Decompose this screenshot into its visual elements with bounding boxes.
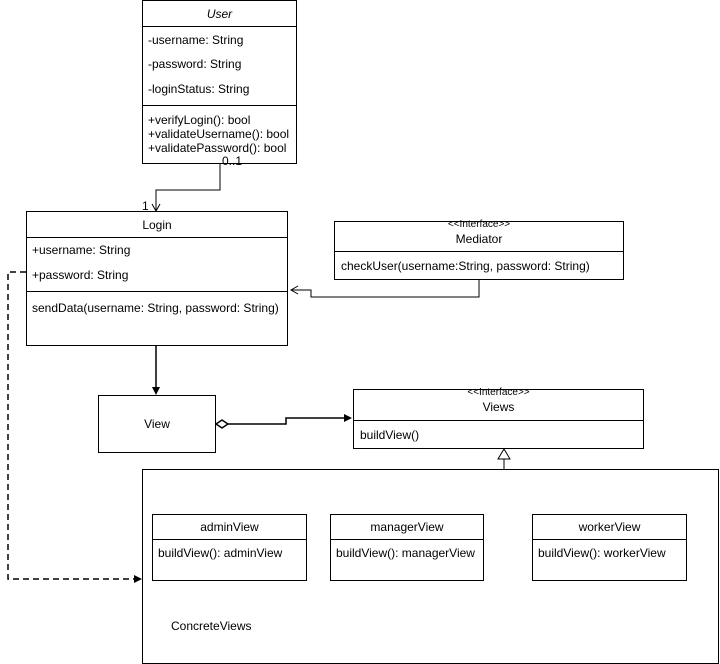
- generalization-triangle: [497, 448, 511, 460]
- manager-view-name: managerView: [370, 520, 444, 534]
- views-interface-header: <<Interface>> Views: [354, 387, 643, 421]
- user-login-association: [155, 164, 221, 211]
- concrete-views-label: ConcreteViews: [171, 619, 252, 633]
- login-attribute: +username: String: [32, 243, 131, 257]
- dependency-dashed-line: [7, 271, 134, 580]
- manager-view-class: managerView buildView(): managerView: [330, 514, 484, 581]
- user-class-name: User: [206, 7, 233, 21]
- admin-view-name: adminView: [200, 520, 259, 534]
- views-method: buildView(): [360, 428, 420, 442]
- mediator-login-connector: [291, 279, 480, 298]
- mediator-login-arrowhead: [289, 285, 299, 295]
- user-multiplicity-label: 0..1: [222, 154, 243, 168]
- views-interface-name: Views: [482, 400, 515, 414]
- login-class-divider: [27, 291, 287, 292]
- views-interface: <<Interface>> Views buildView(): [353, 387, 644, 449]
- view-views-arrowhead: [344, 414, 352, 422]
- login-class-name: Login: [142, 218, 172, 232]
- login-view-arrowhead: [152, 387, 160, 395]
- manager-view-header: managerView: [331, 515, 483, 540]
- mediator-interface-header: <<Interface>> Mediator: [335, 219, 623, 252]
- views-stereotype: <<Interface>>: [467, 387, 530, 398]
- view-class-name: View: [144, 417, 170, 431]
- login-class-header: Login: [27, 212, 287, 238]
- login-multiplicity-label: 1: [142, 199, 149, 213]
- user-method: +validatePassword(): bool: [148, 141, 287, 155]
- user-attribute: -username: String: [148, 33, 244, 47]
- user-method: +verifyLogin(): bool: [148, 113, 251, 127]
- view-views-aggregation: [228, 417, 346, 425]
- user-attribute: -password: String: [148, 57, 242, 71]
- worker-view-name: workerView: [578, 520, 641, 534]
- view-class: View: [98, 395, 216, 453]
- user-attribute: -loginStatus: String: [148, 82, 250, 96]
- worker-view-class: workerView buildView(): workerView: [532, 514, 687, 581]
- login-class: Login +username: String +password: Strin…: [26, 211, 288, 346]
- login-attribute: +password: String: [32, 268, 129, 282]
- admin-view-method: buildView(): adminView: [158, 546, 283, 560]
- dependency-arrowhead: [134, 575, 142, 583]
- aggregation-diamond: [214, 419, 230, 429]
- mediator-interface-name: Mediator: [455, 232, 503, 246]
- mediator-interface: <<Interface>> Mediator checkUser(usernam…: [334, 219, 624, 280]
- user-class-header: User: [143, 1, 296, 27]
- manager-view-method: buildView(): managerView: [336, 546, 475, 560]
- user-class: User -username: String -password: String…: [142, 0, 297, 164]
- user-class-divider: [143, 105, 296, 106]
- mediator-stereotype: <<Interface>>: [447, 219, 511, 230]
- mediator-method: checkUser(username:String, password: Str…: [341, 259, 590, 273]
- worker-view-header: workerView: [533, 515, 686, 540]
- admin-view-class: adminView buildView(): adminView: [152, 514, 307, 581]
- login-method: sendData(username: String, password: Str…: [32, 301, 279, 315]
- user-method: +validateUsername(): bool: [148, 127, 290, 141]
- worker-view-method: buildView(): workerView: [538, 546, 666, 560]
- admin-view-header: adminView: [153, 515, 306, 540]
